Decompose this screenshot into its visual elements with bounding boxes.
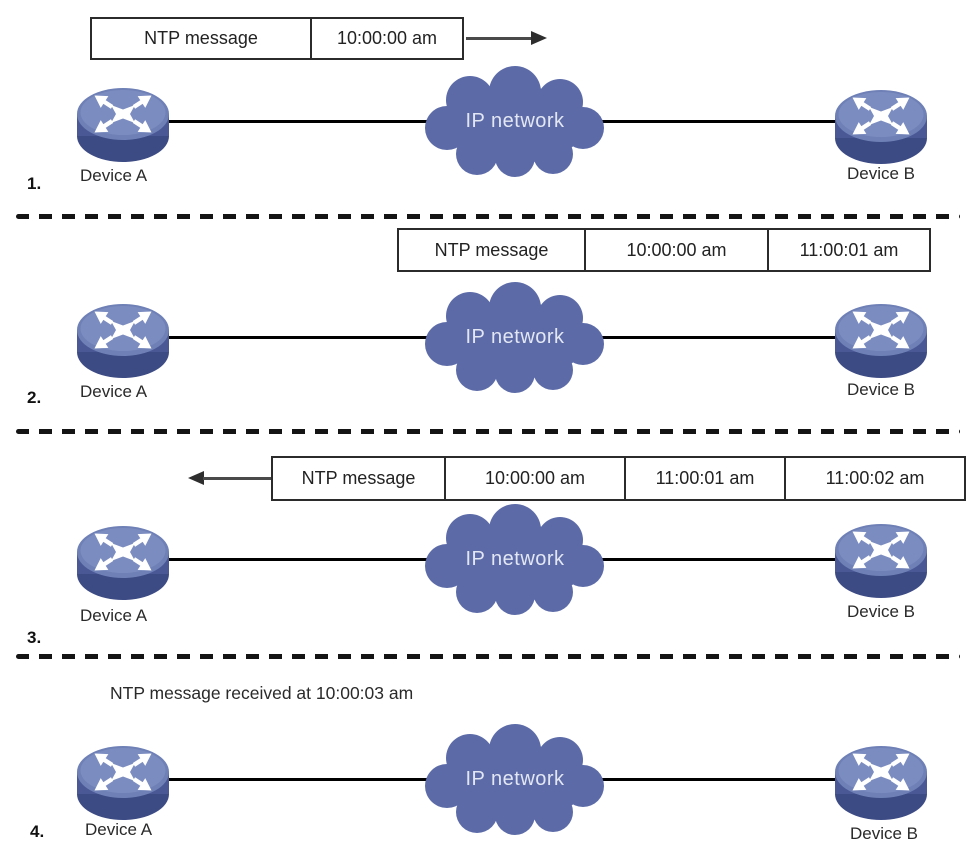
send-arrow-icon (531, 31, 547, 45)
message-cell: NTP message (399, 230, 586, 270)
device-a-label: Device A (80, 606, 148, 625)
device-a-label: Device A (85, 820, 153, 839)
message-cell: 11:00:02 am (825, 468, 925, 488)
step-number: 2. (27, 388, 42, 407)
message-cell: 10:00:00 am (446, 458, 626, 499)
device-a-label: Device A (80, 166, 148, 185)
device-b-label: Device B (847, 380, 916, 399)
router-icon (75, 84, 171, 168)
dashed-separator (16, 429, 960, 434)
ip-network-label: IP network (465, 326, 565, 348)
message-cell: 10:00:00 am (336, 28, 438, 48)
device-b-label: Device B (850, 824, 919, 843)
ntp-message-box: NTP message 10:00:00 am 11:00:01 am 11:0… (271, 456, 966, 501)
router-icon (833, 742, 929, 826)
router-icon (75, 522, 171, 606)
router-icon (833, 300, 929, 384)
step-number: 3. (27, 628, 42, 647)
link-line (600, 778, 842, 781)
message-cell: 11:00:01 am (799, 239, 899, 260)
send-arrow-shaft (466, 37, 532, 40)
dashed-separator (16, 214, 960, 219)
router-icon (833, 520, 929, 604)
step-number: 4. (30, 822, 45, 841)
message-cell: NTP message (92, 19, 312, 58)
link-line (162, 558, 430, 561)
device-b-label: Device B (847, 602, 916, 621)
link-line (600, 120, 842, 123)
ip-network-label: IP network (465, 548, 565, 570)
device-a-label: Device A (80, 382, 148, 401)
ip-network-label: IP network (465, 768, 565, 790)
router-icon (833, 86, 929, 170)
message-cell: NTP message (273, 458, 446, 499)
link-line (162, 778, 430, 781)
received-caption: NTP message received at 10:00:03 am (110, 683, 414, 703)
message-cell: 11:00:01 am (626, 458, 786, 499)
link-line (600, 336, 842, 339)
router-icon (75, 300, 171, 384)
reply-arrow-icon (188, 471, 204, 485)
link-line (600, 558, 842, 561)
step-number: 1. (27, 174, 42, 193)
message-cell: 10:00:00 am (586, 230, 769, 270)
router-icon (75, 742, 171, 826)
reply-arrow-shaft (203, 477, 271, 480)
ntp-message-box: NTP message 10:00:00 am (90, 17, 464, 60)
ntp-message-box: NTP message 10:00:00 am 11:00:01 am (397, 228, 931, 272)
link-line (162, 120, 430, 123)
dashed-separator (16, 654, 960, 659)
link-line (162, 336, 430, 339)
device-b-label: Device B (847, 164, 916, 183)
ip-network-label: IP network (465, 110, 565, 132)
